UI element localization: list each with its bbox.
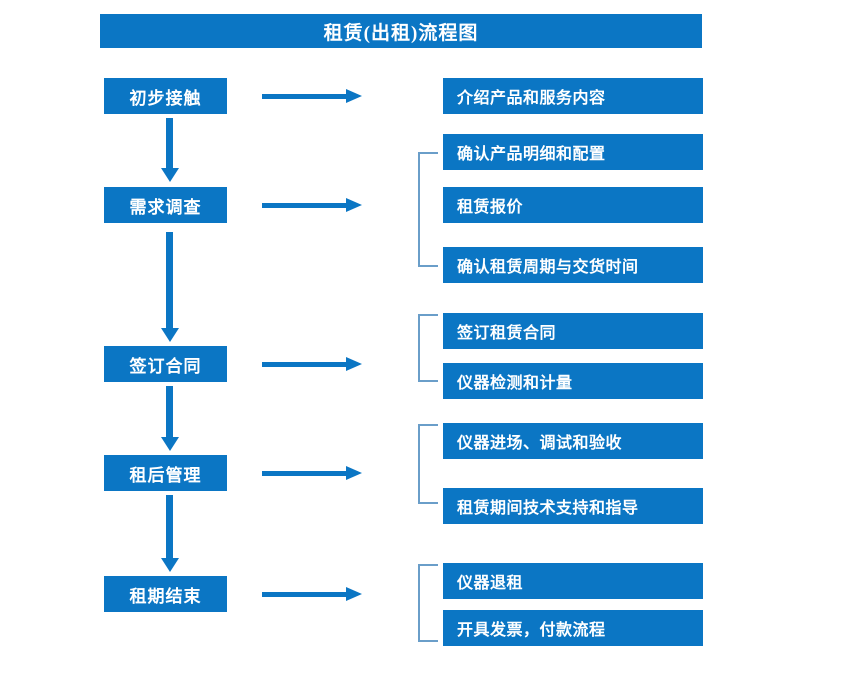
horizontal-arrow-3 [262,357,362,371]
arrow-head-right-icon [346,89,362,103]
vertical-arrow-2 [161,232,179,342]
arrow-head-right-icon [346,357,362,371]
task-box-1-1[interactable]: 介绍产品和服务内容 [443,78,703,114]
arrow-shaft [262,94,348,99]
flowchart-title: 租赁(出租)流程图 [100,14,702,48]
task-box-2-2[interactable]: 租赁报价 [443,187,703,223]
horizontal-arrow-4 [262,466,362,480]
arrow-head-down-icon [161,558,179,572]
group-bracket-5 [418,564,438,642]
task-box-4-1[interactable]: 仪器进场、调试和验收 [443,423,703,459]
task-box-5-1[interactable]: 仪器退租 [443,563,703,599]
arrow-head-right-icon [346,466,362,480]
stage-box-4[interactable]: 租后管理 [104,455,227,491]
group-bracket-3 [418,314,438,382]
task-box-2-1[interactable]: 确认产品明细和配置 [443,134,703,170]
arrow-head-down-icon [161,437,179,451]
horizontal-arrow-1 [262,89,362,103]
stage-box-5[interactable]: 租期结束 [104,576,227,612]
arrow-head-right-icon [346,587,362,601]
vertical-arrow-3 [161,386,179,451]
arrow-shaft [166,118,173,168]
vertical-arrow-1 [161,118,179,182]
horizontal-arrow-5 [262,587,362,601]
horizontal-arrow-2 [262,198,362,212]
arrow-shaft [166,386,173,437]
arrow-shaft [262,362,348,367]
stage-box-1[interactable]: 初步接触 [104,78,227,114]
arrow-shaft [166,495,173,558]
task-box-5-2[interactable]: 开具发票，付款流程 [443,610,703,646]
arrow-head-down-icon [161,168,179,182]
vertical-arrow-4 [161,495,179,572]
arrow-shaft [262,592,348,597]
stage-box-3[interactable]: 签订合同 [104,346,227,382]
task-box-3-1[interactable]: 签订租赁合同 [443,313,703,349]
arrow-shaft [166,232,173,328]
task-box-2-3[interactable]: 确认租赁周期与交货时间 [443,247,703,283]
arrow-head-down-icon [161,328,179,342]
arrow-shaft [262,203,348,208]
task-box-3-2[interactable]: 仪器检测和计量 [443,363,703,399]
stage-box-2[interactable]: 需求调查 [104,187,227,223]
group-bracket-4 [418,424,438,504]
arrow-head-right-icon [346,198,362,212]
arrow-shaft [262,471,348,476]
task-box-4-2[interactable]: 租赁期间技术支持和指导 [443,488,703,524]
group-bracket-2 [418,152,438,267]
